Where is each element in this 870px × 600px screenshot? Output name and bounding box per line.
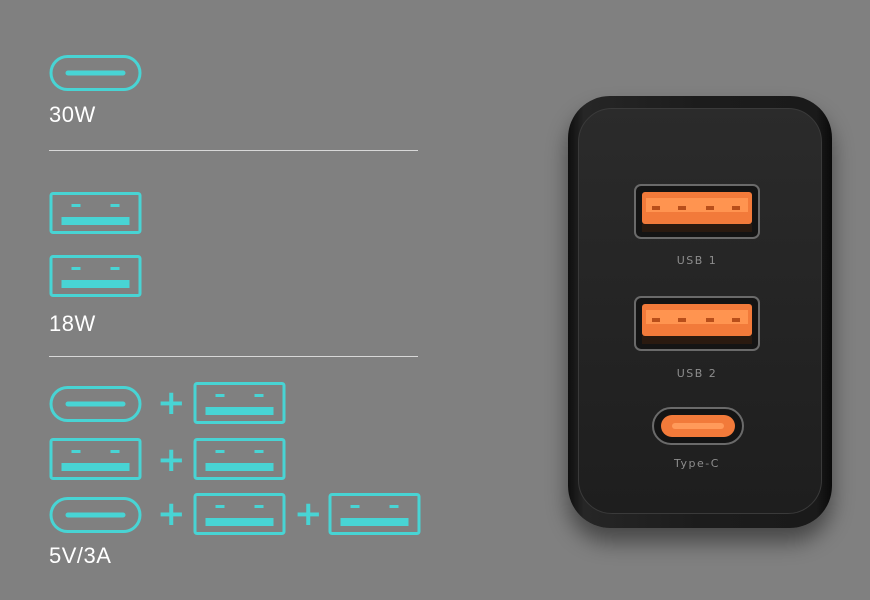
usb-a-port-icon	[193, 493, 286, 535]
type-c-port	[652, 407, 744, 445]
usb-a-port-icon	[193, 382, 286, 424]
plus-icon: +	[157, 383, 186, 423]
plus-icon: +	[294, 494, 323, 534]
usb-1-label: USB 1	[676, 254, 718, 267]
usb-a-port-icon	[49, 192, 142, 234]
usb-1-port	[634, 184, 760, 239]
divider-2	[49, 356, 418, 357]
group-2-power-label: 18W	[49, 311, 96, 336]
usb-c-port-icon	[49, 55, 142, 91]
usb-a-port-icon	[193, 438, 286, 480]
group-3-power-label: 5V/3A	[49, 543, 112, 568]
divider-1	[49, 150, 418, 151]
group-1-power-label: 30W	[49, 102, 96, 127]
plus-icon: +	[157, 494, 186, 534]
charger-image: USB 1 USB 2 Type-C	[568, 96, 832, 528]
usb-c-port-icon	[49, 497, 142, 533]
plus-icon: +	[157, 440, 186, 480]
usb-a-port-icon	[49, 438, 142, 480]
usb-2-label: USB 2	[676, 367, 718, 380]
usb-a-port-icon	[49, 255, 142, 297]
usb-2-port	[634, 296, 760, 351]
usb-a-port-icon	[328, 493, 421, 535]
type-c-label: Type-C	[674, 457, 720, 470]
usb-c-port-icon	[49, 386, 142, 422]
